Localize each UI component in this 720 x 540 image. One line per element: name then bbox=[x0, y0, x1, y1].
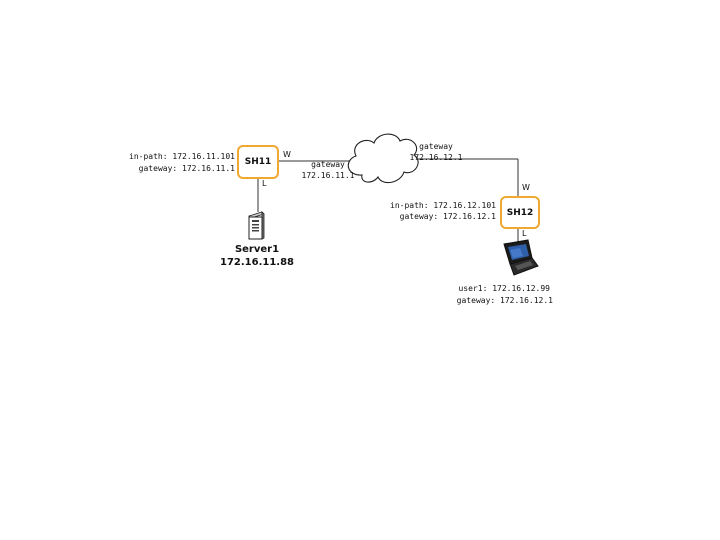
sh12-inpath-label: in-path: 172.16.12.101 bbox=[390, 201, 496, 210]
sh11-appliance[interactable]: SH11 bbox=[237, 145, 279, 179]
sh11-gateway-label: gateway: 172.16.11.1 bbox=[138, 164, 235, 173]
server-icon bbox=[248, 211, 265, 240]
server1-ip: 172.16.11.88 bbox=[219, 257, 295, 268]
cloud-left-gateway-label: gateway bbox=[311, 160, 345, 169]
sh12-lan-port-label: L bbox=[522, 229, 527, 238]
cloud-right-gateway-ip: 172.16.12.1 bbox=[409, 153, 463, 162]
sh12-name: SH12 bbox=[506, 207, 534, 218]
sh12-appliance[interactable]: SH12 bbox=[500, 196, 540, 229]
cloud-left-gateway-ip: 172.16.11.1 bbox=[301, 171, 355, 180]
cloud-right-gateway-label: gateway bbox=[419, 142, 453, 151]
sh12-gateway-label: gateway: 172.16.12.1 bbox=[399, 212, 496, 221]
laptop-icon bbox=[503, 239, 539, 276]
sh11-name: SH11 bbox=[244, 157, 272, 167]
user1-gateway-label: gateway: 172.16.12.1 bbox=[456, 296, 553, 305]
sh11-inpath-label: in-path: 172.16.11.101 bbox=[129, 152, 235, 161]
sh11-lan-port-label: L bbox=[262, 179, 267, 188]
cloud-icon bbox=[347, 133, 419, 184]
user1-ip-label: user1: 172.16.12.99 bbox=[458, 284, 550, 293]
sh12-wan-port-label: W bbox=[522, 183, 530, 192]
sh11-wan-port-label: W bbox=[283, 150, 291, 159]
server1-name: Server1 bbox=[234, 244, 280, 255]
